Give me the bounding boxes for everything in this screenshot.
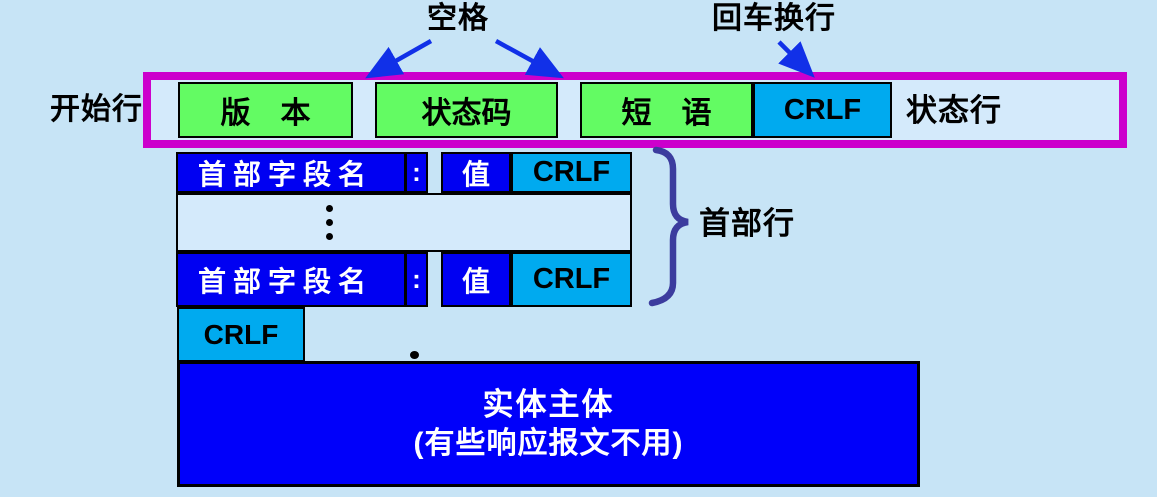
- header-field-name-text: 首部字段名: [198, 158, 374, 190]
- header-lines-label: 首部行: [699, 206, 795, 241]
- space-pointer-line-left: [365, 39, 433, 79]
- header-lines-brace: [648, 146, 689, 307]
- header-field-name-box-1: 首部字段名 :: [176, 152, 428, 193]
- space-pointer-line-right: [494, 39, 564, 79]
- header-field-name-text: 首部字段名: [198, 265, 374, 297]
- version-field: 版 本: [178, 82, 353, 138]
- header-colon-cell: :: [404, 154, 426, 191]
- status-code-field: 状态码: [375, 82, 558, 138]
- crlf-annotation-label: 回车换行: [712, 2, 836, 35]
- status-line-crlf-field: CRLF: [753, 82, 892, 138]
- status-line-label: 状态行: [906, 93, 1002, 128]
- entity-body-box: 实体主体 (有些响应报文不用): [177, 361, 920, 487]
- phrase-field: 短 语: [580, 82, 753, 138]
- crlf-pointer-arrow: [777, 40, 815, 78]
- vertical-ellipsis-icon: [326, 195, 333, 250]
- header-lines-ellipsis-row: [176, 193, 632, 252]
- space-annotation-label: 空格: [427, 2, 489, 35]
- entity-body-note: (有些响应报文不用): [413, 426, 684, 460]
- header-crlf-box-1: CRLF: [511, 152, 632, 193]
- blank-line-crlf-box: CRLF: [177, 307, 305, 362]
- header-value-box-2: 值: [441, 252, 511, 307]
- header-field-name-box-2: 首部字段名 :: [176, 252, 428, 307]
- ellipsis-dot-icon: [410, 351, 419, 359]
- status-line-highlight-box: 版 本 状态码 短 语 CRLF 状态行: [143, 72, 1127, 148]
- header-colon-cell: :: [404, 254, 426, 305]
- header-value-box-1: 值: [441, 152, 511, 193]
- start-line-label: 开始行: [50, 93, 143, 126]
- header-crlf-box-2: CRLF: [511, 252, 632, 307]
- entity-body-title: 实体主体: [482, 386, 615, 422]
